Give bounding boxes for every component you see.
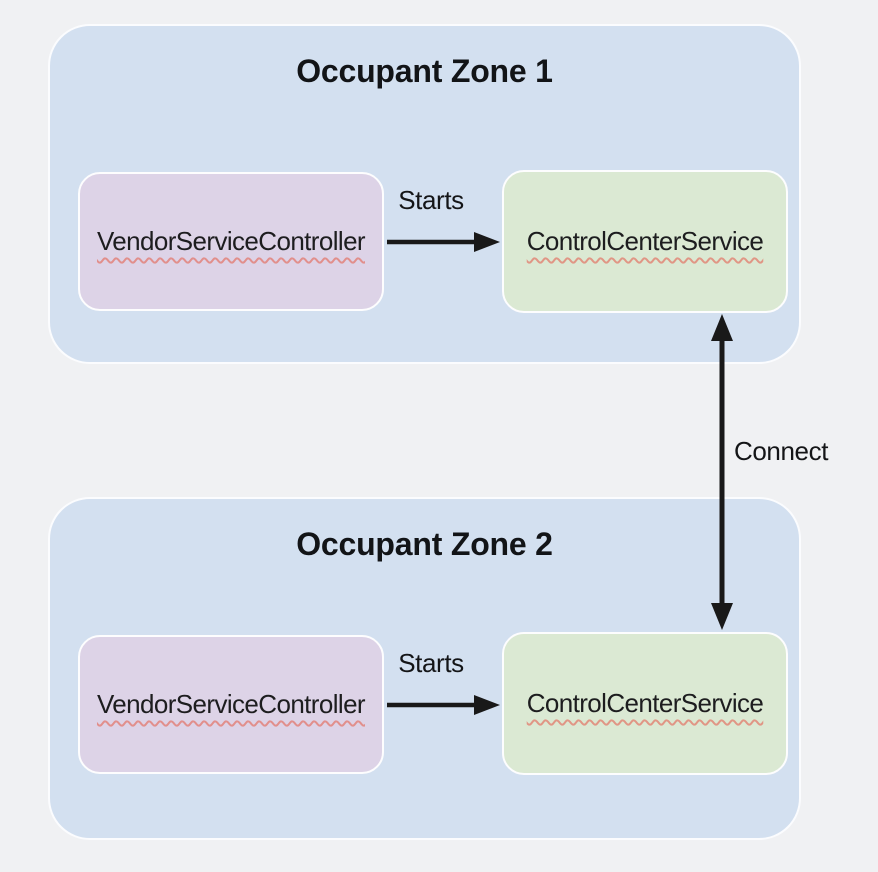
node-label-control-zone2: ControlCenterService	[526, 688, 764, 718]
zone-title-2: Occupant Zone 2	[296, 526, 553, 562]
node-control-center-service-zone1: ControlCenterService	[502, 170, 788, 313]
node-label-control-zone1: ControlCenterService	[526, 226, 764, 256]
node-vendor-service-controller-zone1: VendorServiceController	[78, 172, 384, 311]
node-label-vendor-zone2: VendorServiceController	[96, 689, 366, 719]
zone-title-1: Occupant Zone 1	[296, 53, 553, 89]
node-control-center-service-zone2: ControlCenterService	[502, 632, 788, 775]
starts-label-zone1: Starts	[398, 185, 464, 215]
starts-label-zone2: Starts	[398, 648, 464, 678]
node-vendor-service-controller-zone2: VendorServiceController	[78, 635, 384, 774]
node-label-vendor-zone1: VendorServiceController	[96, 226, 366, 256]
connect-label: Connect	[734, 436, 829, 466]
